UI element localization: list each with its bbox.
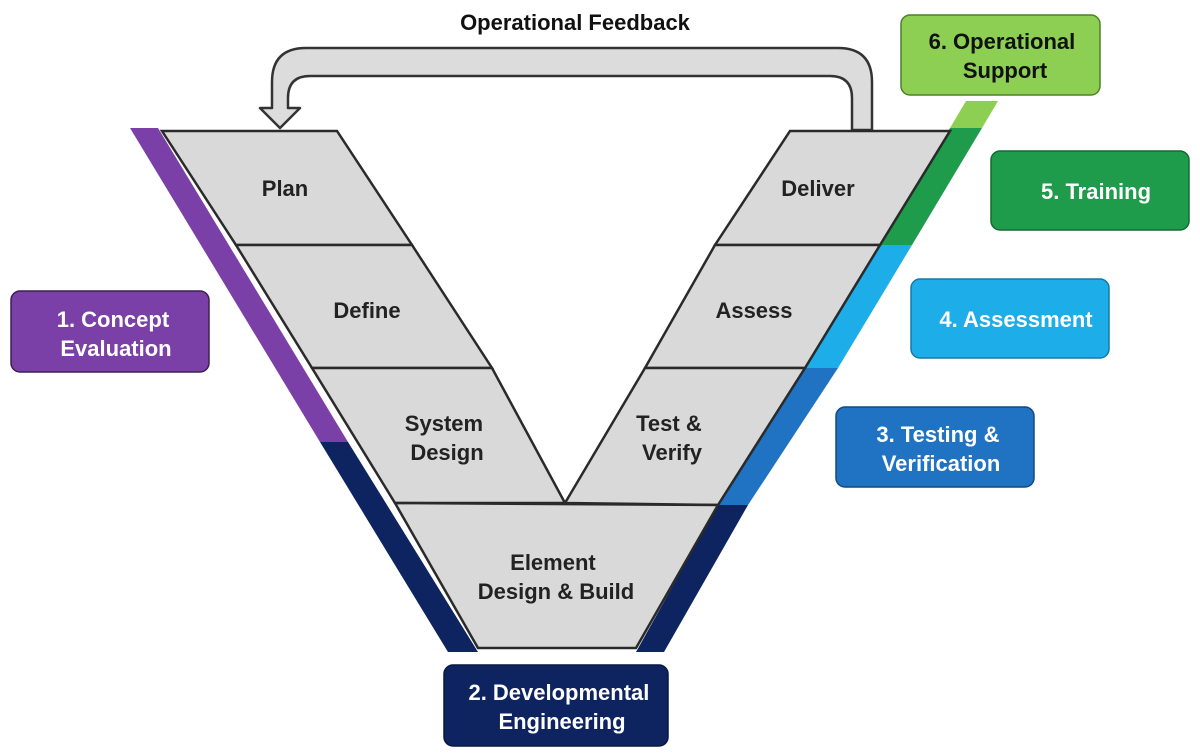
operational-feedback-arrow [258, 46, 874, 132]
phase-box-training: 5. Training [990, 150, 1190, 231]
segment-system-design-line-1: System [405, 411, 483, 436]
phase-box-developmental-engineering-label: 2. Developmental Engineering [468, 680, 655, 734]
segment-test-verify-line-1: Test & [636, 411, 702, 436]
phase-box-operational-support: 6. Operational Support [900, 14, 1101, 96]
operational-support-bar [950, 101, 998, 128]
segment-element-line-1: Element [510, 550, 596, 575]
segment-system-design-label: System Design [405, 411, 489, 465]
operational-line-1: 6. Operational [929, 29, 1076, 54]
phase-box-testing-verification-bg [835, 406, 1035, 488]
segment-assess-label: Assess [715, 298, 792, 323]
phase-box-concept-evaluation-label: 1. Concept Evaluation [57, 307, 176, 361]
phase-box-concept-evaluation: 1. Concept Evaluation [10, 290, 210, 373]
phase-box-operational-support-label: 6. Operational Support [929, 29, 1082, 83]
phase-box-testing-verification-label: 3. Testing & Verification [876, 422, 1005, 476]
segment-define-label: Define [333, 298, 400, 323]
assessment-line-1: 4. Assessment [939, 307, 1093, 332]
concept-line-2: Evaluation [60, 336, 171, 361]
phase-box-assessment: 4. Assessment [910, 278, 1110, 359]
developmental-engineering-bar-left [320, 442, 478, 652]
segment-plan-label: Plan [262, 176, 308, 201]
phase-box-training-label: 5. Training [1041, 179, 1151, 204]
segment-system-design-line-2: Design [410, 440, 483, 465]
operational-line-2: Support [963, 58, 1048, 83]
segment-test-verify-label: Test & Verify [636, 411, 708, 465]
segment-deliver-line: Deliver [781, 176, 855, 201]
segment-element-line-2: Design & Build [478, 579, 634, 604]
operational-feedback-label: Operational Feedback [460, 10, 691, 35]
developmental-engineering-bar-right [636, 505, 748, 652]
phase-box-assessment-label: 4. Assessment [939, 307, 1093, 332]
phase-box-training-bg [990, 150, 1190, 231]
developmental-line-1: 2. Developmental [468, 680, 649, 705]
testing-line-1: 3. Testing & [876, 422, 999, 447]
phase-box-assessment-bg [910, 278, 1110, 359]
v-segments [159, 129, 953, 650]
training-bar [880, 128, 982, 245]
developmental-line-2: Engineering [498, 709, 625, 734]
segment-element-design-build-label: Element Design & Build [478, 550, 634, 604]
segment-plan-line: Plan [262, 176, 308, 201]
concept-line-1: 1. Concept [57, 307, 170, 332]
training-line-1: 5. Training [1041, 179, 1151, 204]
phase-box-developmental-engineering-bg [443, 664, 669, 747]
testing-verification-bar [718, 368, 838, 505]
phase-box-developmental-engineering: 2. Developmental Engineering [443, 664, 669, 747]
assessment-bar [805, 245, 912, 368]
concept-evaluation-bar [130, 128, 348, 442]
testing-line-2: Verification [882, 451, 1001, 476]
segment-deliver-label: Deliver [781, 176, 855, 201]
segment-element-design-build [392, 501, 721, 650]
segment-assess-line: Assess [715, 298, 792, 323]
phase-box-concept-evaluation-bg [10, 290, 210, 373]
segment-define-line: Define [333, 298, 400, 323]
phase-box-operational-support-bg [900, 14, 1101, 96]
phase-box-testing-verification: 3. Testing & Verification [835, 406, 1035, 488]
segment-test-verify-line-2: Verify [642, 440, 703, 465]
